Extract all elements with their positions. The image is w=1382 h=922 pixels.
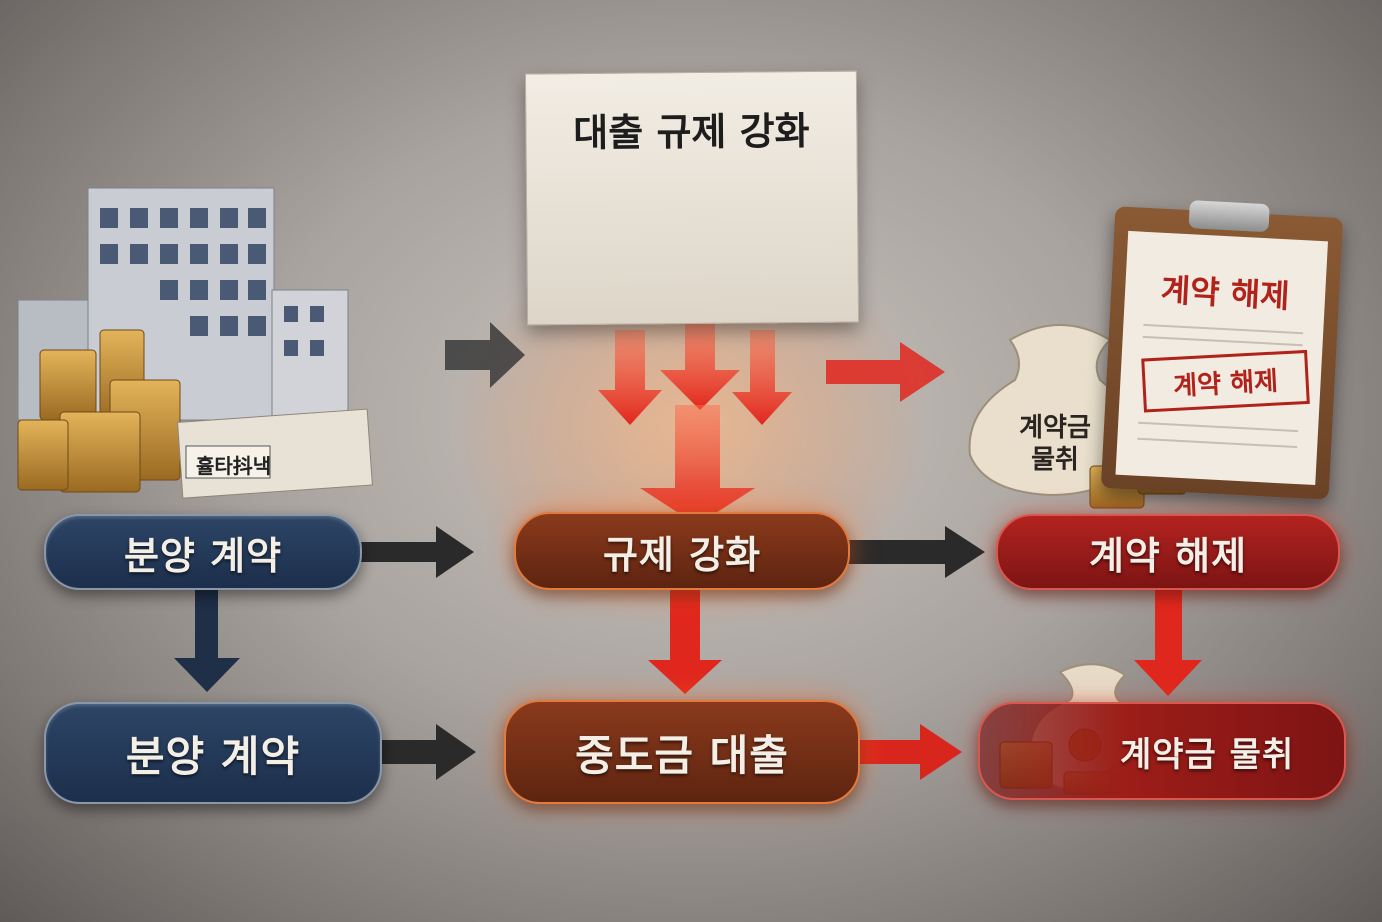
contract-clipboard: 계약 해제 계약 해제	[1100, 200, 1344, 500]
clipboard-stamp: 계약 해제	[1141, 349, 1310, 413]
arrow-loan-to-deposit	[858, 724, 962, 780]
row1-connectors	[360, 526, 985, 578]
clipboard-line	[1138, 421, 1299, 433]
newspaper-headline: 휼타抖낵	[196, 454, 272, 478]
coin-stacks-left	[17, 329, 181, 493]
arrow-regulation-down	[648, 590, 722, 694]
central-red-arrows	[598, 320, 792, 525]
node-deposit-forfeit: 계약금 물취	[978, 702, 1346, 800]
clipboard-line	[1137, 437, 1298, 449]
node-contract-cancellation: 계약 해제	[996, 514, 1340, 590]
newspaper-illustration	[177, 408, 373, 499]
node-interim-loan: 중도금 대출	[504, 700, 860, 804]
node-regulation-tightening: 규제 강화	[514, 512, 850, 590]
arrow-center-to-cancel-top	[826, 342, 945, 402]
money-bag-top-label-line2: 물취	[1031, 445, 1079, 475]
arrow-cancel-down	[1134, 590, 1202, 696]
clipboard-title: 계약 해제	[1159, 270, 1291, 316]
clipboard-clip	[1188, 200, 1270, 233]
arrow-sale-down	[174, 590, 240, 692]
money-bag-top-label: 계약금 물취	[1000, 412, 1110, 476]
node-sale-contract-bottom: 분양 계약	[44, 702, 382, 804]
arrow-buildings-to-center	[445, 322, 525, 388]
arrow-sale2-to-loan	[378, 724, 476, 780]
money-bag-top-label-line1: 계약금	[1019, 413, 1091, 443]
headline-card: 대출 규제 강화	[524, 70, 860, 326]
headline-title: 대출 규제 강화	[573, 108, 810, 156]
node-sale-contract-top: 분양 계약	[44, 514, 362, 590]
clipboard-paper: 계약 해제 계약 해제	[1115, 230, 1328, 486]
clipboard-line	[1143, 323, 1304, 335]
clipboard-line	[1142, 335, 1303, 347]
